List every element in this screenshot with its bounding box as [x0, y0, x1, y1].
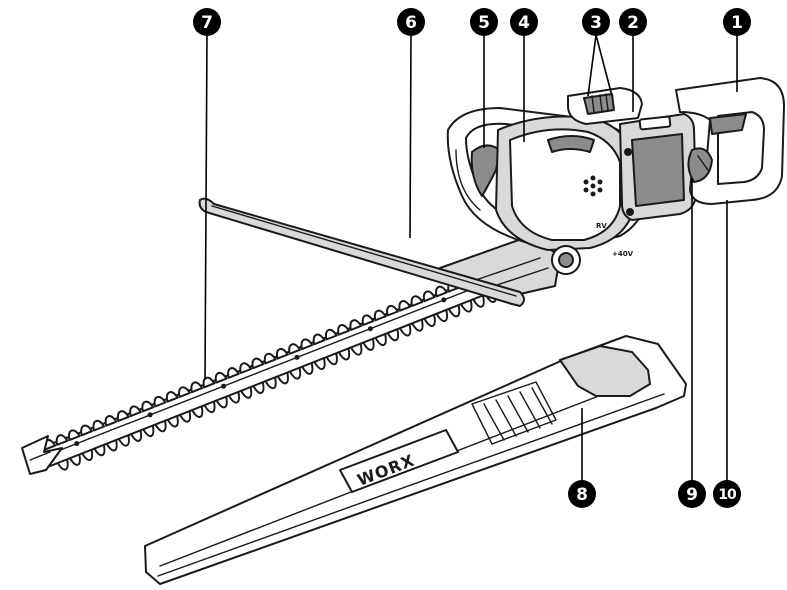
callout-10: 10 [713, 480, 741, 508]
blade-rivet [74, 441, 79, 446]
blade-rivet [441, 297, 446, 302]
callout-5: 5 [470, 8, 498, 36]
blade-rivet [295, 355, 300, 360]
blade-sheath: WORX [145, 336, 686, 584]
callout-1: 1 [723, 8, 751, 36]
housing-mark: RV [596, 222, 607, 230]
svg-text:6: 6 [405, 13, 417, 33]
blade-rivet [368, 326, 373, 331]
blade-rivet [221, 384, 226, 389]
blade-rivet [148, 412, 153, 417]
svg-text:4: 4 [518, 13, 530, 33]
callout-3: 3 [582, 8, 610, 36]
callout-8: 8 [568, 480, 596, 508]
callout-2: 2 [619, 8, 647, 36]
callout-9: 9 [678, 480, 706, 508]
svg-text:9: 9 [686, 485, 698, 505]
battery-pack [620, 114, 696, 220]
svg-text:5: 5 [478, 13, 490, 33]
svg-text:3: 3 [590, 13, 602, 33]
voltage-mark: +40V [612, 250, 634, 258]
callout-7: 7 [193, 8, 221, 36]
svg-text:10: 10 [718, 487, 737, 503]
callout-6: 6 [397, 8, 425, 36]
svg-text:7: 7 [201, 13, 213, 33]
svg-text:8: 8 [576, 485, 588, 505]
hedge-trimmer: RV +40V [22, 78, 784, 474]
callout-4: 4 [510, 8, 538, 36]
svg-text:2: 2 [627, 13, 639, 33]
svg-text:1: 1 [731, 13, 743, 33]
